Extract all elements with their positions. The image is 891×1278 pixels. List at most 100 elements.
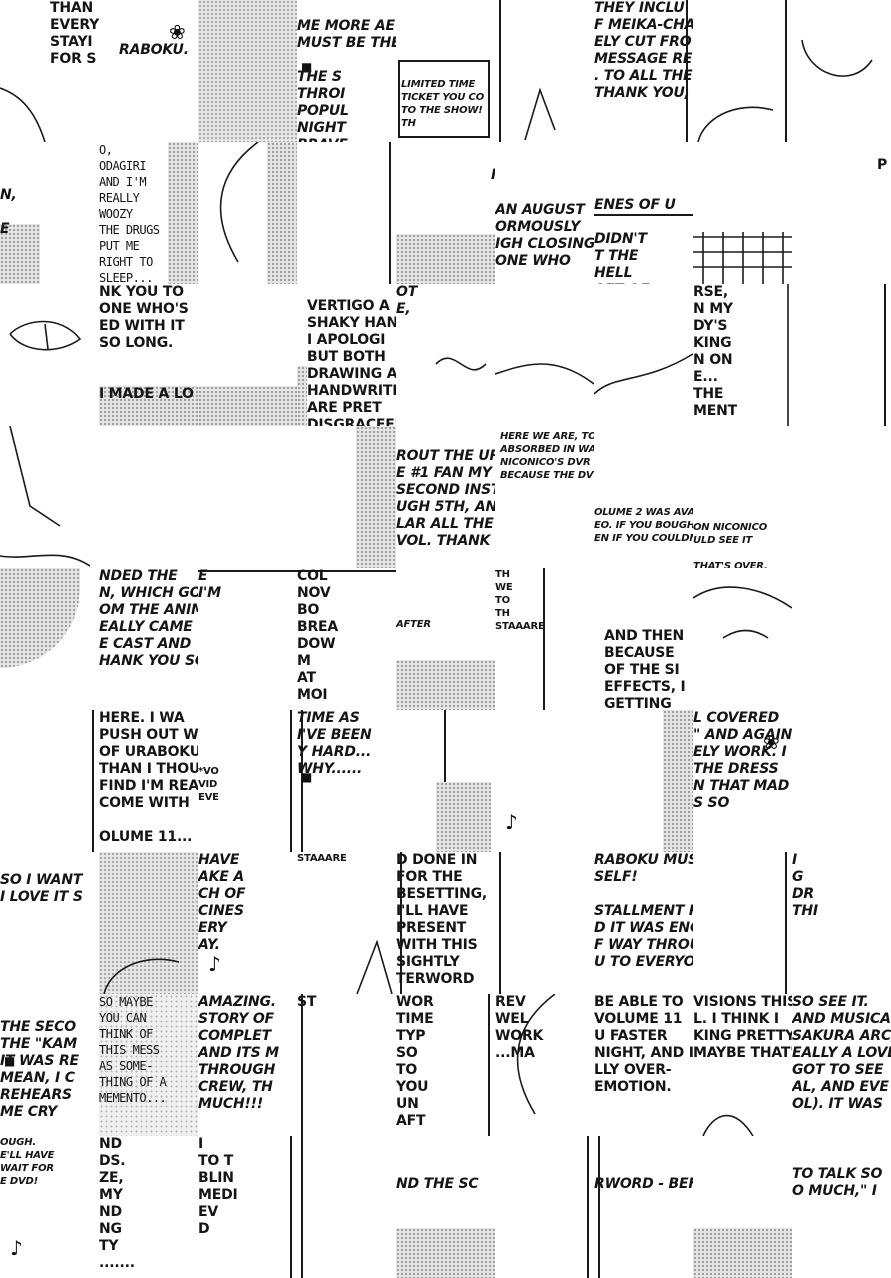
manga-text-fragment: TH WE TO TH STAAARE	[495, 569, 545, 632]
manga-text-fragment: RSE, N MY DY'S KING N ON E... THE MENT	[693, 284, 737, 419]
cat-face-drawing	[693, 586, 792, 639]
manga-text-fragment: VISIONS THIS L. I THINK I KING PRETTY MA…	[693, 994, 792, 1061]
manga-tile: AFTER	[396, 568, 495, 710]
screen-tone	[663, 710, 693, 852]
panel-border	[587, 1136, 589, 1278]
cat-eye-drawing	[9, 320, 82, 351]
screen-tone	[297, 366, 307, 426]
manga-tile	[297, 426, 396, 568]
panel-border	[488, 994, 490, 1136]
manga-text-fragment: OUGH. E'LL HAVE WAIT FOR E DVD!	[0, 1137, 55, 1187]
manga-text-fragment: HAVE AKE A CH OF CINES ERY AY.	[198, 852, 246, 953]
screen-tone	[198, 386, 297, 426]
panel-border	[785, 852, 787, 994]
manga-tile	[495, 852, 594, 994]
manga-text-fragment: AN AUGUST ORMOUSLY IGH CLOSING ONE WHO	[495, 202, 594, 269]
manga-tile: P	[792, 142, 891, 284]
manga-tile: ♪OUGH. E'LL HAVE WAIT FOR E DVD!	[0, 1136, 99, 1278]
manga-tile: NDED THE N, WHICH GO OM THE ANIM EALLY C…	[99, 568, 198, 710]
manga-tile	[693, 142, 792, 284]
manga-tile: I TO T BLIN MEDI EV D	[198, 1136, 297, 1278]
manga-text-fragment: RWORD - BEH	[594, 1176, 693, 1192]
manga-tile	[792, 426, 891, 568]
manga-text-fragment: HERE WE ARE, TOTALLY ABSORBED IN WATCHIN…	[500, 431, 594, 481]
manga-text-fragment: OT E,	[396, 284, 418, 317]
manga-tile	[594, 284, 693, 426]
panel-border	[686, 0, 688, 142]
manga-tile	[693, 568, 792, 710]
panel-border	[499, 0, 501, 142]
manga-tile: NK YOU TO ONE WHO'S ED WITH IT SO LONG. …	[99, 284, 198, 426]
manga-text-fragment: ICAL—	[491, 167, 495, 184]
manga-text-fragment: N, E	[0, 187, 17, 237]
screen-tone	[267, 142, 297, 284]
manga-tile	[594, 710, 693, 852]
manga-tile: ENES OF U DIDN'T T THE HELL AFT OF EVERY…	[594, 142, 693, 284]
manga-text-fragment: E I'M	[198, 568, 221, 601]
cat-ear-b-drawing	[702, 1114, 754, 1136]
manga-tile: TH WE TO TH STAAARE	[495, 568, 594, 710]
grid-net-drawing	[693, 232, 792, 284]
panel-border	[543, 568, 545, 710]
manga-text-fragment: SO SEE IT. AND MUSICAL SAKURA ARC, EALLY…	[792, 994, 891, 1112]
manga-text-fragment: I TO T BLIN MEDI EV D	[198, 1136, 238, 1237]
cat-ear2-drawing	[356, 939, 393, 994]
manga-text-fragment: I G DR THI	[792, 852, 818, 919]
diamond-bullet-icon: ■	[301, 60, 313, 74]
manga-text-fragment: OLUME 2 WAS AVAILABLE FOR EO. IF YOU BOU…	[594, 507, 693, 544]
screen-tone	[396, 660, 495, 710]
manga-tile	[297, 1136, 396, 1278]
manga-tile: ♪HAVE AKE A CH OF CINES ERY AY.	[198, 852, 297, 994]
panel-border	[198, 570, 297, 572]
panel-border	[92, 710, 94, 852]
panel-border	[301, 710, 303, 852]
screen-tone	[0, 224, 40, 284]
panel-border	[598, 1136, 600, 1278]
manga-text-fragment: TO TALK SO O MUCH," I	[792, 1166, 883, 1199]
panel-border	[499, 852, 501, 994]
manga-tile	[792, 0, 891, 142]
manga-tile: ON NICONICO ULD SEE IT THAT'S OVER,	[693, 426, 792, 568]
manga-text-fragment: ST	[297, 994, 317, 1010]
manga-tile: ■THE SECO THE "KAM IT WAS RE MEAN, I C R…	[0, 994, 99, 1136]
manga-text-fragment: L COVERED " AND AGAIN ELY WORK. I THE DR…	[693, 710, 792, 811]
manga-tile: WOR TIME TYP SO TO YOU UN AFT	[396, 994, 495, 1136]
manga-text-fragment: NK YOU TO ONE WHO'S ED WITH IT SO LONG. …	[99, 284, 194, 402]
manga-text-fragment: *VO VID EVE	[198, 766, 219, 803]
manga-tile: ■TIME AS I'VE BEEN Y HARD... WHY......	[297, 710, 396, 852]
music-note-icon: ♪	[208, 952, 221, 976]
manga-tile: TO TALK SO O MUCH," I	[792, 1136, 891, 1278]
panel-border	[301, 994, 303, 1136]
manga-tile: ND DS. ZE, MY ND NG TY .......	[99, 1136, 198, 1278]
manga-tile: BE ABLE TO VOLUME 11 U FASTER NIGHT, AND…	[594, 994, 693, 1136]
manga-tile	[792, 284, 891, 426]
rose-icon: ❀	[169, 20, 186, 44]
manga-tile: SO I WANT I LOVE IT S	[0, 852, 99, 994]
panel-border	[400, 852, 402, 994]
manga-text-fragment: THE SECO THE "KAM IT WAS RE MEAN, I C RE…	[0, 1019, 79, 1120]
manga-tile	[0, 284, 99, 426]
manga-tile	[495, 0, 594, 142]
manga-tile: D DONE IN FOR THE BESETTING, I'LL HAVE P…	[396, 852, 495, 994]
screen-tone	[693, 1228, 792, 1278]
manga-tile: ❀L COVERED " AND AGAIN ELY WORK. I THE D…	[693, 710, 792, 852]
cat-ear-drawing	[524, 87, 556, 141]
manga-text-fragment: WOR TIME TYP SO TO YOU UN AFT	[396, 994, 434, 1129]
manga-tile: ❀RABOKU.	[99, 0, 198, 142]
panel-border	[301, 1136, 303, 1278]
manga-tile	[198, 284, 297, 426]
manga-tile: LIMITED TIME TICKET YOU CO TO THE SHOW! …	[396, 0, 495, 142]
cat-tail-drawing	[801, 39, 873, 77]
manga-tile: ♪	[495, 710, 594, 852]
manga-tile: RWORD - BEH	[594, 1136, 693, 1278]
manga-tile	[198, 0, 297, 142]
manga-tile	[495, 284, 594, 426]
manga-tile	[0, 710, 99, 852]
manga-tile: STAAARE	[297, 852, 396, 994]
manga-text-fragment: THAN EVERY STAYI FOR S	[50, 0, 99, 67]
panel-border	[297, 570, 396, 572]
manga-tile	[0, 426, 99, 568]
screen-tone	[0, 568, 80, 668]
manga-tile	[99, 426, 198, 568]
